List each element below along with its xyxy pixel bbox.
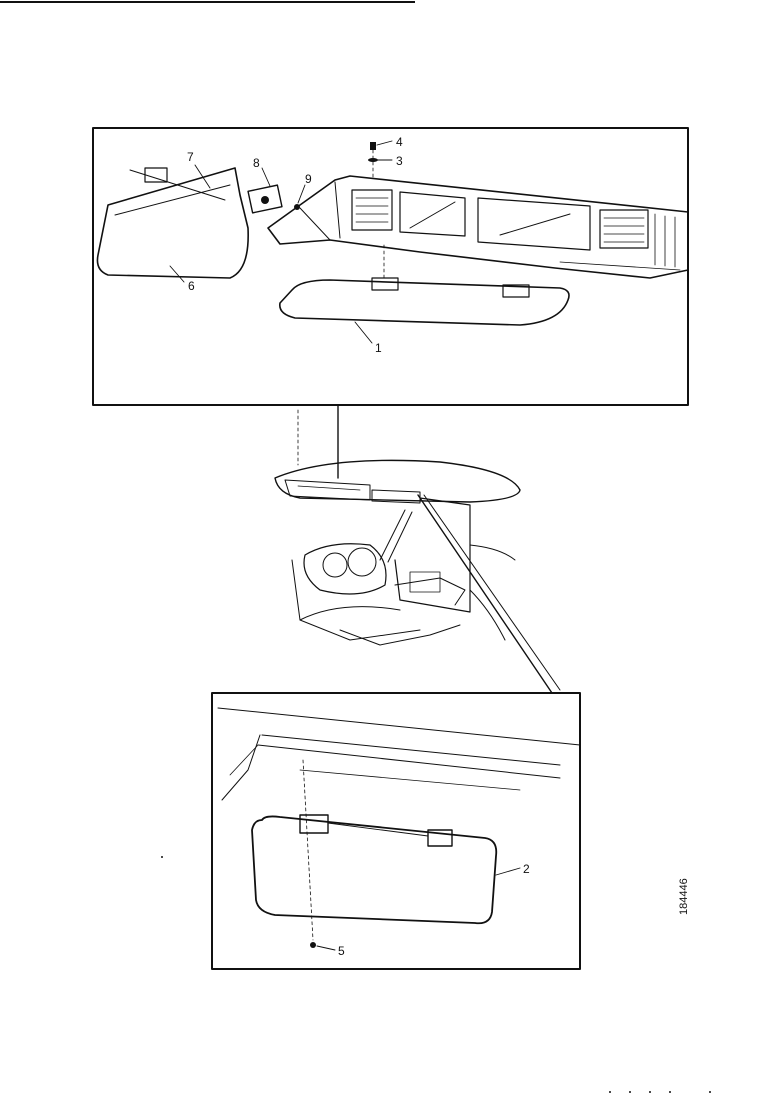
callout-2: 2: [523, 862, 530, 876]
callout-4: 4: [396, 135, 403, 149]
cab-interior-overview: [274, 459, 521, 646]
callout-1: 1: [375, 341, 382, 355]
vanity-mirror-6: [96, 167, 249, 279]
bottom-scan-marks: [609, 1091, 711, 1093]
callout-leaders-upper: [169, 140, 393, 344]
callout-8: 8: [253, 156, 260, 170]
leader-2: [495, 867, 521, 876]
bracket-8: [247, 184, 300, 214]
leader-5: [316, 945, 336, 951]
callout-9: 9: [305, 172, 312, 186]
upper-detail-frame: [92, 127, 689, 406]
windscreen-header: [217, 707, 581, 801]
connector-lower-2: [423, 494, 561, 691]
figure-reference: 184446: [678, 878, 690, 915]
callout-3: 3: [396, 154, 403, 168]
lower-detail-frame: [211, 692, 581, 970]
callout-7: 7: [187, 150, 194, 164]
callout-5: 5: [338, 944, 345, 958]
callout-6: 6: [188, 279, 195, 293]
sun-visor-2: [251, 759, 498, 948]
screw-and-washer: [368, 142, 378, 179]
stray-dot: [161, 856, 163, 858]
connector-lower: [417, 494, 553, 694]
sun-visor-1: [278, 244, 570, 326]
connector-upper: [297, 404, 339, 479]
roof-console-assembly: [267, 175, 689, 279]
